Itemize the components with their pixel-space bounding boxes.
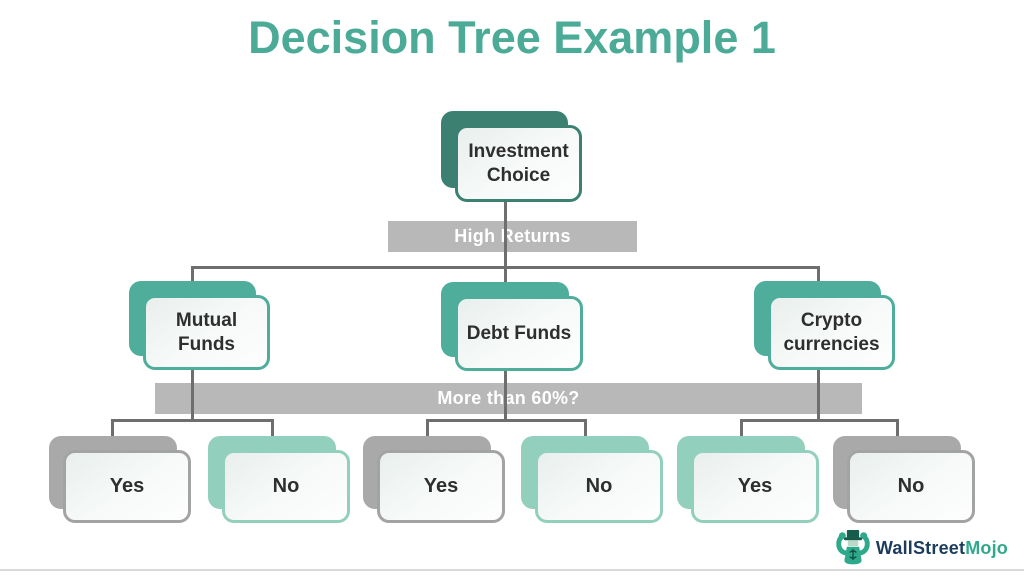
branch-band-label: High Returns <box>454 226 571 246</box>
node-card: Yes <box>63 450 191 523</box>
bracket-debt-no-drop <box>584 419 587 452</box>
node-card: No <box>847 450 975 523</box>
leaf-label: Yes <box>109 475 145 498</box>
bracket-debt <box>426 419 587 422</box>
leaf-mutual-no: No <box>208 436 350 523</box>
node-investment-choice: Investment Choice <box>441 111 582 202</box>
connector-mutual-down <box>191 370 194 422</box>
branch-band-label: More than 60%? <box>437 388 580 408</box>
wallstreetmojo-logo: WallStreetMojo <box>835 528 1008 568</box>
wallstreetmojo-mascot-icon <box>836 530 870 565</box>
leaf-debt-no: No <box>521 436 663 523</box>
branch-band-high-returns: High Returns <box>388 221 637 252</box>
leaf-debt-yes: Yes <box>363 436 505 523</box>
bracket-mutual-yes-drop <box>111 419 114 452</box>
node-card: Investment Choice <box>455 125 582 202</box>
node-label: Debt Funds <box>466 322 572 344</box>
bracket-crypto-yes-drop <box>740 419 743 452</box>
leaf-label: Yes <box>423 475 459 498</box>
bracket-debt-yes-drop <box>426 419 429 452</box>
bracket-mutual-no-drop <box>271 419 274 452</box>
node-card: No <box>535 450 663 523</box>
node-debt-funds: Debt Funds <box>441 282 583 371</box>
node-crypto-currencies: Crypto currencies <box>754 281 895 370</box>
node-card: Debt Funds <box>455 296 583 371</box>
bracket-crypto <box>740 419 899 422</box>
brand-secondary: Mojo <box>965 537 1008 558</box>
leaf-label: No <box>585 475 613 498</box>
brand-primary: WallStreet <box>875 537 966 558</box>
node-card: Yes <box>377 450 505 523</box>
node-label: Investment Choice <box>468 141 569 186</box>
connector-debt-down <box>504 371 507 422</box>
leaf-label: Yes <box>737 475 773 498</box>
node-card: No <box>222 450 350 523</box>
node-label: Mutual Funds <box>175 310 238 355</box>
leaf-mutual-yes: Yes <box>49 436 191 523</box>
leaf-crypto-no: No <box>833 436 975 523</box>
bracket-crypto-no-drop <box>896 419 899 452</box>
bracket-mutual <box>111 419 274 422</box>
node-card: Crypto currencies <box>768 295 895 370</box>
leaf-label: No <box>272 475 300 498</box>
connector-root-down <box>504 202 507 300</box>
page-title: Decision Tree Example 1 <box>248 12 776 63</box>
leaf-label: No <box>897 475 925 498</box>
wallstreetmojo-wordmark: WallStreetMojo <box>876 538 1008 559</box>
node-label: Crypto currencies <box>783 310 880 355</box>
connector-crypto-down <box>817 370 820 422</box>
branch-band-more-than-60: More than 60%? <box>155 383 862 414</box>
leaf-crypto-yes: Yes <box>677 436 819 523</box>
connector-level1-horizontal <box>191 266 820 269</box>
bottom-divider <box>0 569 1024 571</box>
node-card: Yes <box>691 450 819 523</box>
node-card: Mutual Funds <box>143 295 270 370</box>
node-mutual-funds: Mutual Funds <box>129 281 270 370</box>
